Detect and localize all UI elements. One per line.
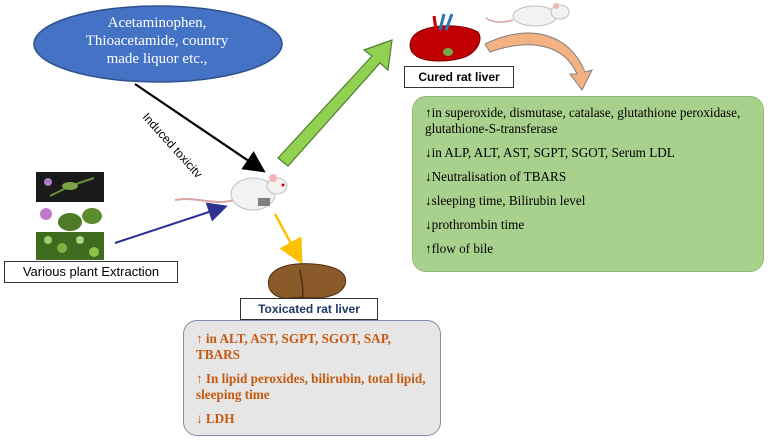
cured-effect-item: ↓sleeping time, Bilirubin level [425,193,586,208]
cured-effects-box: ↑in superoxide, dismutase, catalase, glu… [412,96,764,272]
toxic-effect-item: ↑ in ALT, AST, SGPT, SGOT, SAP, TBARS [196,331,391,362]
toxic-liver-icon [268,263,346,299]
toxicated-liver-label: Toxicated rat liver [240,298,378,320]
green-cure-arrow [277,39,393,167]
cured-liver-label: Cured rat liver [404,66,514,88]
cured-effect-item: ↑flow of bile [425,241,494,256]
rat-icon-center [174,174,288,211]
toxic-effect-item: ↑ In lipid peroxides, bilirubin, total l… [196,371,426,402]
rat-icon-top [485,3,570,27]
toxic-effects-box: ↑ in ALT, AST, SGPT, SGOT, SAP, TBARS ↑ … [183,320,441,436]
toxic-arrow [273,213,303,265]
healthy-liver-icon [409,13,481,62]
toxin-line-3: made liquor etc., [106,51,208,67]
toxin-list: Acetaminophen, Thioacetamide, country ma… [62,14,252,68]
toxin-line-1: Acetaminophen, [107,15,207,31]
curved-arrow [484,32,593,91]
toxin-ellipse [33,5,283,83]
cured-effect-item: ↑in superoxide, dismutase, catalase, glu… [425,105,741,136]
plant-arrow [114,202,228,244]
cured-effect-item: ↓Neutralisation of TBARS [425,169,567,184]
plant-images [36,172,104,260]
cured-effect-item: ↓prothrombin time [425,217,525,232]
toxin-line-2: Thioacetamide, country [85,33,229,49]
toxic-effect-item: ↓ LDH [196,411,235,426]
plant-extraction-label: Various plant Extraction [4,261,178,283]
induced-toxicity-arrow [134,83,266,173]
cured-effect-item: ↓in ALP, ALT, AST, SGPT, SGOT, Serum LDL [425,145,675,160]
